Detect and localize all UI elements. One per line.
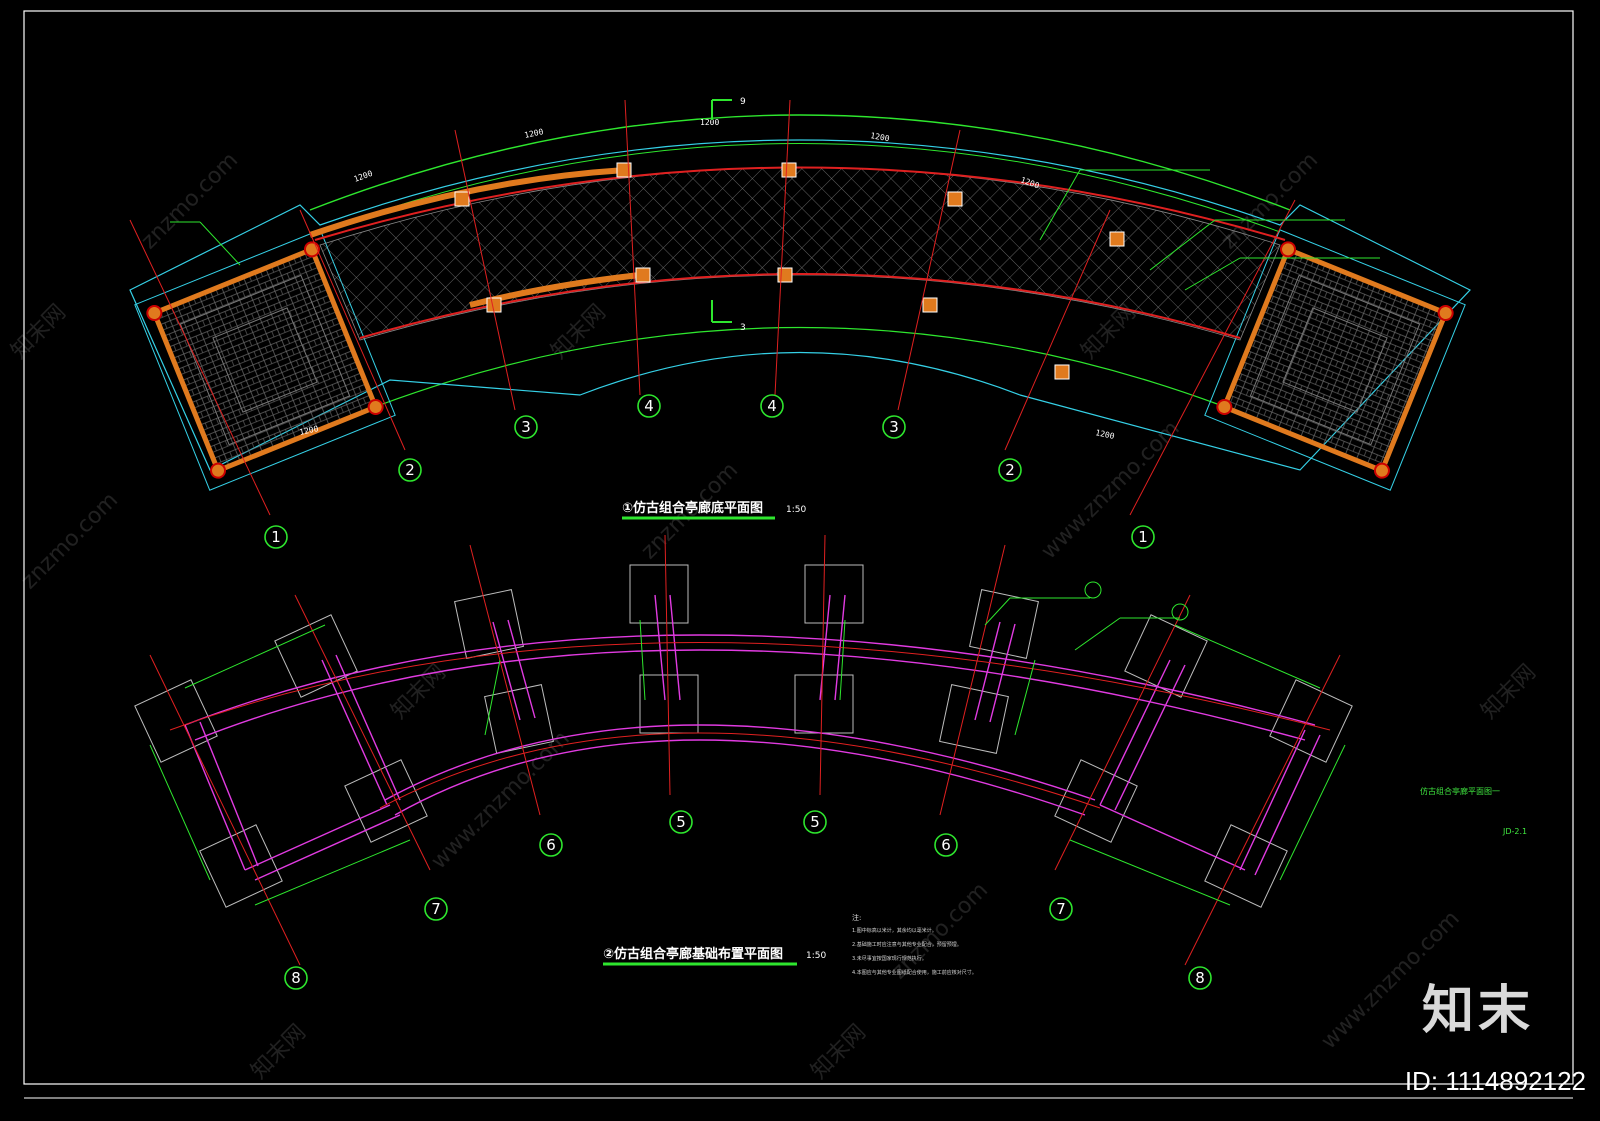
watermark-text: znzmo.com: [17, 488, 123, 594]
axis-bubbles-plan2: 8 7 6 5 5 6 7 8: [284, 810, 1212, 990]
axis-bubble-label: 5: [810, 813, 820, 831]
footings: [134, 564, 1353, 908]
axis-bubble: 8: [284, 966, 308, 990]
drawing-frame: [23, 10, 1574, 1085]
note-line: 3.未尽事宜按国家现行规范执行。: [852, 955, 927, 962]
section-marker-bottom: 3: [711, 300, 746, 333]
svg-text:1200: 1200: [1095, 428, 1116, 441]
section-mark-label: 9: [740, 97, 746, 107]
dimension-lines-plan2: [149, 619, 1346, 906]
corridor-outline: [129, 139, 1471, 471]
axis-bubble: 3: [514, 415, 538, 439]
section-marker-top: 9: [711, 97, 746, 120]
axis-bubble-label: 6: [941, 836, 951, 854]
axis-bubble-label: 5: [676, 813, 686, 831]
axis-bubble-label: 3: [521, 418, 531, 436]
leader-lines-plan2: [984, 581, 1189, 651]
side-code: JD-2.1: [1502, 827, 1527, 836]
axis-bubble-label: 2: [405, 461, 415, 479]
axis-bubble: 6: [539, 833, 563, 857]
plan2-scale: 1:50: [806, 951, 826, 961]
watermark-text: 知末网: [1477, 660, 1541, 724]
foundation-plan-2: [134, 534, 1353, 966]
axis-bubble-label: 4: [644, 397, 654, 415]
plan1-title-block: ①仿古组合亭廊底平面图 1:50: [622, 500, 806, 520]
axis-bubbles-plan1: 1 2 3 4 4 3 2 1: [264, 394, 1155, 549]
watermark-text: znzmo.com: [137, 148, 243, 254]
axis-bubble: 5: [803, 810, 827, 834]
axis-bubble: 2: [998, 458, 1022, 482]
axis-bubble: 1: [1131, 525, 1155, 549]
axis-bubble-label: 1: [271, 528, 281, 546]
dimension-arc-outer2: [319, 143, 1281, 233]
watermark-text: 知末网: [807, 1020, 871, 1084]
axis-bubble-label: 8: [291, 969, 301, 987]
axis-lines-plan2: [149, 534, 1341, 966]
floor-plan-1: 1200 1200 1200 1200 1200 1200 1200 9 3: [129, 97, 1471, 516]
axis-bubble: 1: [264, 525, 288, 549]
plan1-title: ①仿古组合亭廊底平面图: [622, 500, 763, 516]
axis-bubble-label: 8: [1195, 969, 1205, 987]
note-line: 1.图中标高以米计，其余均以毫米计。: [852, 927, 937, 934]
left-pavilion: [134, 229, 396, 491]
axis-bubble-label: 6: [546, 836, 556, 854]
side-title: 仿古组合亭廊平面图一: [1420, 786, 1500, 796]
axis-bubble: 4: [760, 394, 784, 418]
watermark-text: 知末网: [247, 1020, 311, 1084]
notes-heading: 注:: [852, 913, 861, 922]
axis-bubble-label: 7: [1056, 900, 1066, 918]
axis-bubble-label: 1: [1138, 528, 1148, 546]
note-line: 4.本图应与其他专业图纸配合使用，施工前应核对尺寸。: [852, 969, 977, 976]
plan1-scale: 1:50: [786, 505, 806, 515]
axis-bubble-label: 3: [889, 418, 899, 436]
watermark-text: 知末网: [387, 660, 451, 724]
axis-bubble: 3: [882, 415, 906, 439]
svg-text:1200: 1200: [700, 118, 719, 127]
svg-text:1200: 1200: [870, 131, 891, 143]
plan2-title: ②仿古组合亭廊基础布置平面图: [603, 946, 783, 962]
axis-bubble: 6: [934, 833, 958, 857]
axis-bubble: 5: [669, 810, 693, 834]
axis-bubble: 7: [424, 897, 448, 921]
axis-bubble: 4: [637, 394, 661, 418]
bench-left-outer: [309, 167, 626, 238]
axis-bubble: 8: [1188, 966, 1212, 990]
dimension-arc-outer: [309, 114, 1291, 211]
side-title-block: 仿古组合亭廊平面图一 JD-2.1: [1420, 786, 1527, 836]
note-line: 2.基础施工时应注意与其他专业配合，预留预埋。: [852, 941, 962, 948]
axis-bubble-label: 2: [1005, 461, 1015, 479]
svg-text:1200: 1200: [353, 169, 374, 184]
axis-bubble-label: 7: [431, 900, 441, 918]
corridor-columns: [454, 162, 1125, 380]
brand-logo: 知末: [1421, 981, 1534, 1041]
plan2-title-block: ②仿古组合亭廊基础布置平面图 1:50: [603, 946, 826, 966]
leader-lines-plan1: [170, 169, 1380, 291]
svg-text:1200: 1200: [299, 424, 320, 437]
dimension-arc-inner: [379, 326, 1221, 406]
axis-lines-plan1: [129, 99, 1296, 516]
axis-bubble-label: 4: [767, 397, 777, 415]
watermark-text: 知末网: [547, 300, 611, 364]
axis-bubble: 2: [398, 458, 422, 482]
svg-text:1200: 1200: [524, 127, 545, 140]
watermark-text: 知末网: [7, 300, 71, 364]
image-id-label: ID: 1114892122: [1404, 1066, 1586, 1096]
notes-block: 注: 1.图中标高以米计，其余均以毫米计。 2.基础施工时应注意与其他专业配合，…: [852, 913, 977, 976]
ground-beams: [184, 594, 1321, 881]
section-mark-label: 3: [740, 323, 746, 333]
right-pavilion: [1204, 229, 1466, 491]
axis-bubble: 7: [1049, 897, 1073, 921]
